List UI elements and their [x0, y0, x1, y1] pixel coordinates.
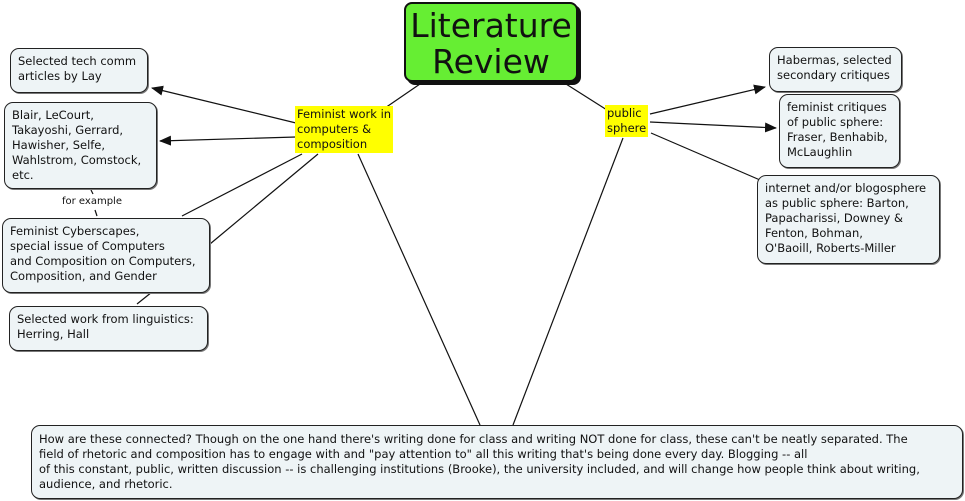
concept-feminist-work[interactable]: Feminist work in computers & composition [295, 106, 394, 153]
node-feminist-authors[interactable]: Blair, LeCourt, Takayoshi, Gerrard, Hawi… [4, 102, 157, 189]
node-linguistics[interactable]: Selected work from linguistics: Herring,… [9, 306, 208, 351]
node-feminist-critiques[interactable]: feminist critiques of public sphere: Fra… [779, 94, 900, 168]
concept-public-sphere[interactable]: public sphere [605, 105, 649, 137]
node-feminist-cyberscapes[interactable]: Feminist Cyberscapes, special issue of C… [2, 218, 210, 293]
node-connection-summary[interactable]: How are these connected? Though on the o… [31, 425, 963, 499]
node-internet-blogosphere[interactable]: internet and/or blogosphere as public sp… [757, 175, 940, 264]
root-concept-literature-review[interactable]: Literature Review [404, 2, 578, 82]
link-label-for-example: for example [60, 196, 124, 207]
node-tech-comm-lay[interactable]: Selected tech comm articles by Lay [10, 48, 148, 93]
node-habermas[interactable]: Habermas, selected secondary critiques [769, 47, 902, 92]
